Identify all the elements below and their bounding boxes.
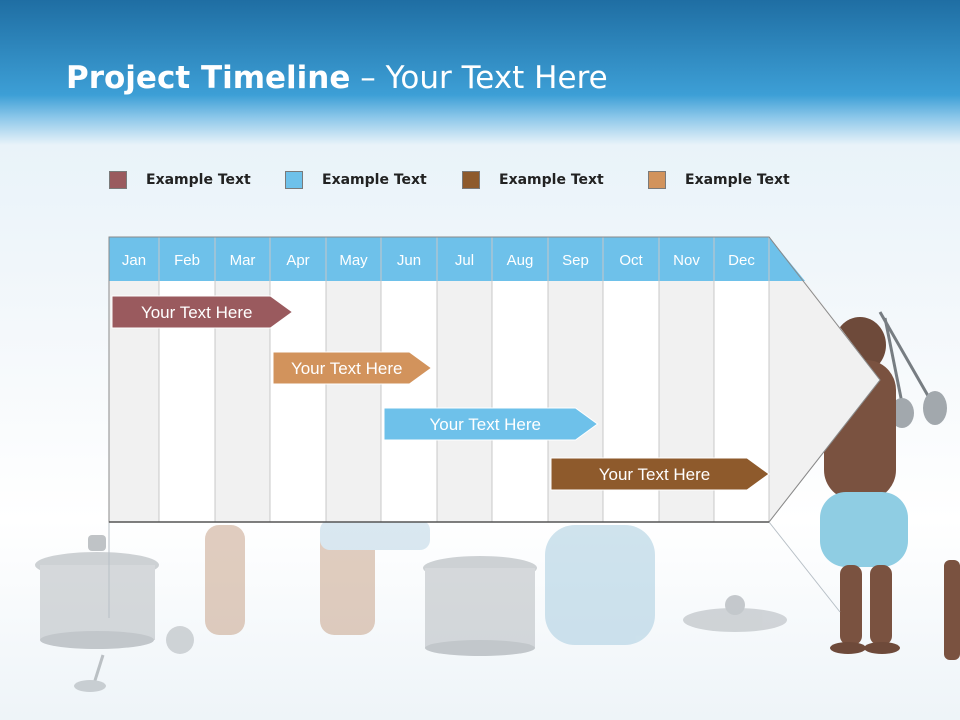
- legend-label-1: Example Text: [146, 172, 251, 188]
- month-label-apr: Apr: [286, 252, 309, 269]
- task-label-4: Your Text Here: [599, 465, 711, 484]
- task-label-1: Your Text Here: [141, 303, 253, 322]
- month-column: [437, 281, 492, 522]
- title-bold: Project Timeline: [66, 60, 351, 96]
- task-label-2: Your Text Here: [291, 359, 403, 378]
- month-label-mar: Mar: [230, 252, 256, 269]
- legend-swatch-3: [462, 171, 480, 189]
- month-column: [326, 281, 381, 522]
- legend-swatch-1: [109, 171, 127, 189]
- legend-label-2: Example Text: [322, 172, 427, 188]
- month-label-jun: Jun: [397, 252, 421, 269]
- pan-lid-image: [683, 595, 787, 632]
- timeline-arrow-outline: [108, 236, 881, 523]
- month-label-nov: Nov: [673, 252, 700, 269]
- cooking-pot-center-image: [423, 556, 537, 656]
- projection-line-right: [768, 521, 841, 613]
- month-label-oct: Oct: [619, 252, 643, 269]
- legend-swatch-4: [648, 171, 666, 189]
- task-bar-4: [550, 457, 770, 491]
- title-rest: – Your Text Here: [350, 60, 608, 96]
- task-label-3: Your Text Here: [429, 415, 541, 434]
- cooking-pot-left-image: [35, 535, 159, 649]
- child-figures-image: [205, 520, 655, 645]
- month-label-may: May: [339, 252, 368, 269]
- legend-label-3: Example Text: [499, 172, 604, 188]
- legend-label-4: Example Text: [685, 172, 790, 188]
- child-with-utensils-image: [820, 311, 960, 660]
- task-bar-2: [272, 351, 433, 385]
- month-label-jul: Jul: [455, 252, 474, 269]
- task-bar-1: [111, 295, 294, 329]
- month-column: [492, 281, 548, 522]
- month-label-aug: Aug: [507, 252, 534, 269]
- month-header-band: [109, 237, 805, 281]
- ladle-image: [74, 626, 194, 692]
- month-label-dec: Dec: [728, 252, 755, 269]
- timeline-arrow-head: [769, 281, 880, 522]
- page-title: Project Timeline – Your Text Here: [66, 60, 608, 96]
- month-label-jan: Jan: [122, 252, 146, 269]
- month-label-sep: Sep: [562, 252, 589, 269]
- task-bar-3: [383, 407, 599, 441]
- legend-swatch-2: [285, 171, 303, 189]
- month-column: [381, 281, 437, 522]
- month-label-feb: Feb: [174, 252, 200, 269]
